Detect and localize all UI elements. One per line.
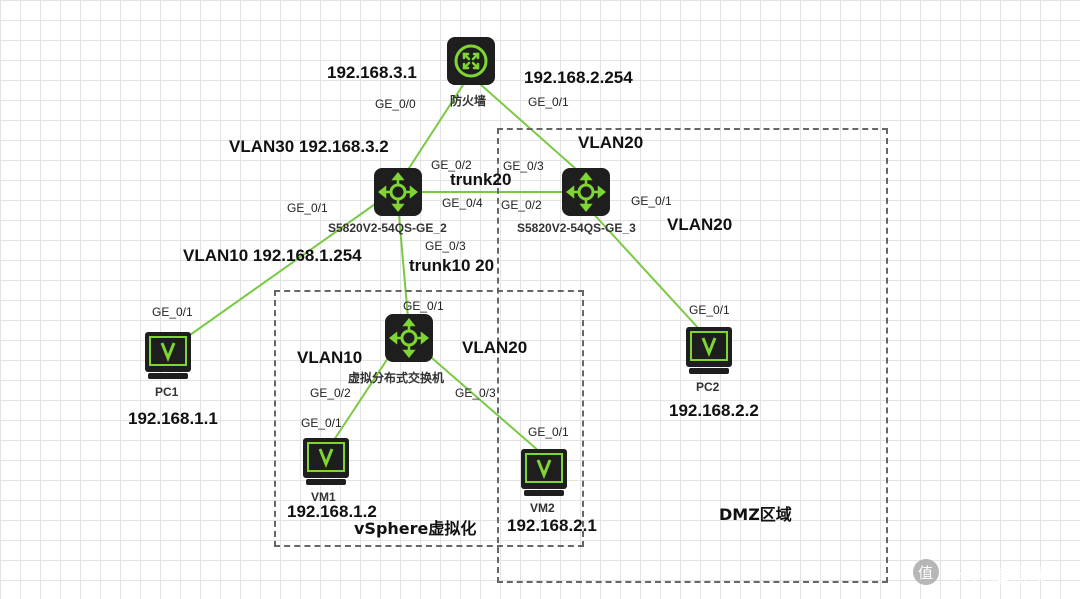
port-pc1-ge01: GE_0/1 [152,305,193,319]
vsphere-zone-label: vSphere虚拟化 [354,519,477,538]
port-vds-ge02: GE_0/2 [310,386,351,400]
trunk20-label: trunk20 [450,170,512,189]
fw-ip-right: 192.168.2.254 [524,68,633,87]
firewall-device[interactable] [447,37,495,85]
firewall-label: 防火墙 [450,94,487,108]
monitor-v-icon [521,449,567,496]
link-sw2-pc1 [189,201,379,336]
port-fw-ge00: GE_0/0 [375,97,416,111]
sw3-label: S5820V2-54QS-GE_3 [517,221,636,235]
port-sw3-ge01: GE_0/1 [631,194,672,208]
monitor-v-icon [303,438,349,485]
router-arrows-icon [454,44,488,78]
watermark-logo: 值 [913,559,939,585]
pc1-device[interactable] [144,331,192,381]
sw3-vlan20-top: VLAN20 [578,133,644,152]
watermark-text: 什么值得买 [950,564,1050,588]
link-vds-vm1 [333,351,393,441]
switch-arrows-icon [377,171,419,213]
vm2-device[interactable] [520,448,568,498]
port-sw3-ge03: GE_0/3 [503,159,544,173]
port-vm2-ge01: GE_0/1 [528,425,569,439]
vds-vlan10: VLAN10 [297,348,363,367]
monitor-v-icon [686,327,732,374]
pc1-ip: 192.168.1.1 [128,409,218,428]
port-vds-ge01: GE_0/1 [403,299,444,313]
port-sw2-ge02: GE_0/2 [431,158,472,172]
vm1-device[interactable] [302,437,350,487]
vm2-ip: 192.168.2.1 [507,516,597,535]
switch-sw3-device[interactable] [562,168,610,216]
port-fw-ge01: GE_0/1 [528,95,569,109]
vds-vlan20: VLAN20 [462,338,528,357]
vds-device[interactable] [385,314,433,362]
link-vds-vm2 [424,351,541,453]
port-vds-ge03: GE_0/3 [455,386,496,400]
pc2-device[interactable] [685,326,733,376]
switch-sw2-device[interactable] [374,168,422,216]
sw2-vlan30: VLAN30 192.168.3.2 [229,137,389,156]
trunk10-20-label: trunk10 20 [409,256,495,275]
switch-arrows-icon [565,171,607,213]
port-sw2-ge01: GE_0/1 [287,201,328,215]
port-vm1-ge01: GE_0/1 [301,416,342,430]
sw2-vlan10: VLAN10 192.168.1.254 [183,246,362,265]
port-sw3-ge02: GE_0/2 [501,198,542,212]
pc2-ip: 192.168.2.2 [669,401,759,420]
pc2-label: PC2 [696,380,720,394]
port-sw2-ge04: GE_0/4 [442,196,483,210]
link-firewall-sw2 [399,84,464,183]
port-pc2-ge01: GE_0/1 [689,303,730,317]
vds-label: 虚拟分布式交换机 [348,371,445,385]
link-sw2-vds [398,214,409,319]
vm1-ip: 192.168.1.2 [287,502,377,521]
port-sw2-ge03: GE_0/3 [425,239,466,253]
vm2-label: VM2 [530,501,555,515]
link-sw3-pc2 [589,209,701,331]
sw3-vlan20-right: VLAN20 [667,215,733,234]
switch-arrows-icon [388,317,430,359]
vm1-label: VM1 [311,490,336,504]
vsphere-zone [274,290,584,547]
dmz-zone [497,128,888,583]
fw-ip-left: 192.168.3.1 [327,63,417,82]
dmz-zone-label: DMZ区域 [719,505,792,524]
link-firewall-sw3 [479,83,586,178]
monitor-v-icon [145,332,191,379]
sw2-label: S5820V2-54QS-GE_2 [328,221,447,235]
pc1-label: PC1 [155,385,179,399]
watermark-logo-glyph: 值 [918,564,934,582]
